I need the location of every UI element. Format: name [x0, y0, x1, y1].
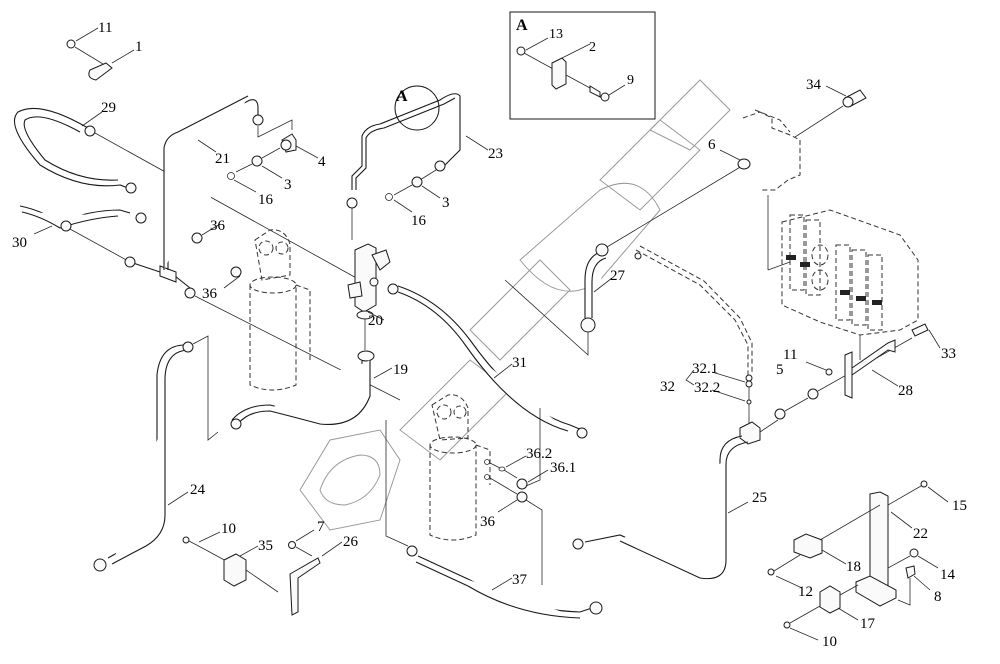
callout-36-2: 36.2: [526, 446, 552, 462]
filter-lower: [429, 394, 491, 541]
callout-26: 26: [343, 534, 359, 550]
callout-7: 7: [317, 519, 325, 535]
callout-16: 16: [258, 192, 274, 208]
callout-36-1: 36.1: [550, 460, 576, 476]
p-clamp-part: [88, 62, 113, 81]
callout-1: 1: [135, 39, 143, 55]
callout-18: 18: [846, 559, 861, 575]
o-ring-16b: [385, 193, 393, 201]
callout-19: 19: [393, 362, 408, 378]
fitting: [84, 125, 96, 137]
callout-32-2: 32.2: [694, 380, 720, 396]
clamp-part: [551, 57, 567, 90]
hose-37: [385, 420, 603, 619]
callout-29: 29: [101, 100, 116, 116]
callout-12: 12: [798, 584, 813, 600]
adapter-3b: [411, 176, 423, 188]
callout-32-1: 32.1: [692, 361, 718, 377]
bracket-dashed: [719, 85, 867, 271]
callout-37: 37: [512, 572, 528, 588]
callout-36: 36: [210, 218, 226, 234]
nut-6: [737, 158, 751, 170]
callout-20: 20: [368, 313, 383, 329]
fitting-group-lower: [191, 223, 549, 585]
callout-22: 22: [913, 526, 928, 542]
callout-25: 25: [752, 490, 767, 506]
callout-13: 13: [549, 27, 563, 42]
callout-21: 21: [215, 151, 230, 167]
adapter-3: [251, 155, 263, 167]
callout-10: 10: [221, 521, 236, 537]
callout-34: 34: [806, 77, 822, 93]
o-ring-16: [227, 172, 235, 180]
callout-2: 2: [589, 40, 596, 55]
bolt-8: [905, 565, 916, 579]
callout-4: 4: [318, 154, 326, 170]
fitting-group-left: [227, 133, 319, 193]
callout-33: 33: [941, 346, 956, 362]
washer-15: [920, 480, 928, 488]
callout-5: 5: [776, 362, 784, 378]
tube-23: [346, 85, 489, 240]
callout-36: 36: [480, 514, 496, 530]
bracket-26: [289, 557, 321, 616]
callout-labels: 11 1 29 21 4 3 16 30 36 36 23 3 16 6 34 …: [12, 20, 967, 650]
callout-35: 35: [258, 538, 273, 554]
detail-view-label: A: [516, 17, 528, 34]
callout-17: 17: [860, 616, 876, 632]
filter-upper: [249, 229, 311, 391]
tube-24: [93, 335, 219, 572]
control-valve-bank: [781, 209, 919, 360]
detail-circle-label: A: [396, 88, 408, 105]
callout-6: 6: [708, 137, 716, 153]
callout-9: 9: [627, 73, 634, 88]
tube-21: [163, 95, 293, 270]
hose-31: [387, 283, 588, 439]
callout-16: 16: [411, 213, 427, 229]
callout-24: 24: [190, 482, 206, 498]
clamp-assembly-top: [66, 27, 135, 81]
clamp-18: [793, 533, 823, 559]
clamp-17: [819, 585, 841, 614]
detail-view-frame: [509, 11, 656, 120]
callout-3: 3: [442, 195, 450, 211]
callout-11: 11: [783, 347, 797, 363]
clamp-35: [223, 553, 247, 587]
bolt-33: [911, 323, 929, 337]
callout-30: 30: [12, 235, 27, 251]
bracket-22-assembly: [767, 480, 949, 641]
line-32: [634, 245, 753, 425]
bracket-28: [805, 323, 941, 399]
callout-3: 3: [284, 177, 292, 193]
callout-27: 27: [610, 268, 626, 284]
callout-8: 8: [934, 589, 942, 605]
callout-10: 10: [822, 634, 837, 650]
washer-14: [909, 548, 919, 558]
callout-23: 23: [488, 146, 503, 162]
valve-block-20: [347, 243, 391, 350]
callout-28: 28: [898, 383, 913, 399]
callout-14: 14: [940, 567, 956, 583]
callout-15: 15: [952, 498, 967, 514]
callout-11: 11: [98, 20, 112, 36]
hose-29: [14, 107, 361, 281]
callout-31: 31: [512, 355, 527, 371]
detail-callout-circle-a: [394, 85, 440, 131]
banjo-fitting: [739, 421, 761, 445]
hose-27: [504, 165, 743, 356]
tube-25: [572, 337, 913, 580]
hose-19: [230, 350, 393, 430]
hose-30: [19, 205, 401, 401]
callout-36: 36: [202, 286, 218, 302]
bracket-26-assembly: [182, 529, 343, 616]
bolt-part: [589, 85, 601, 98]
callout-32: 32: [660, 379, 675, 395]
nut-part: [516, 46, 526, 56]
nut-5: [807, 388, 819, 400]
detail-view-a: A 13 2 9: [509, 11, 656, 120]
bolt-7: [288, 541, 296, 549]
